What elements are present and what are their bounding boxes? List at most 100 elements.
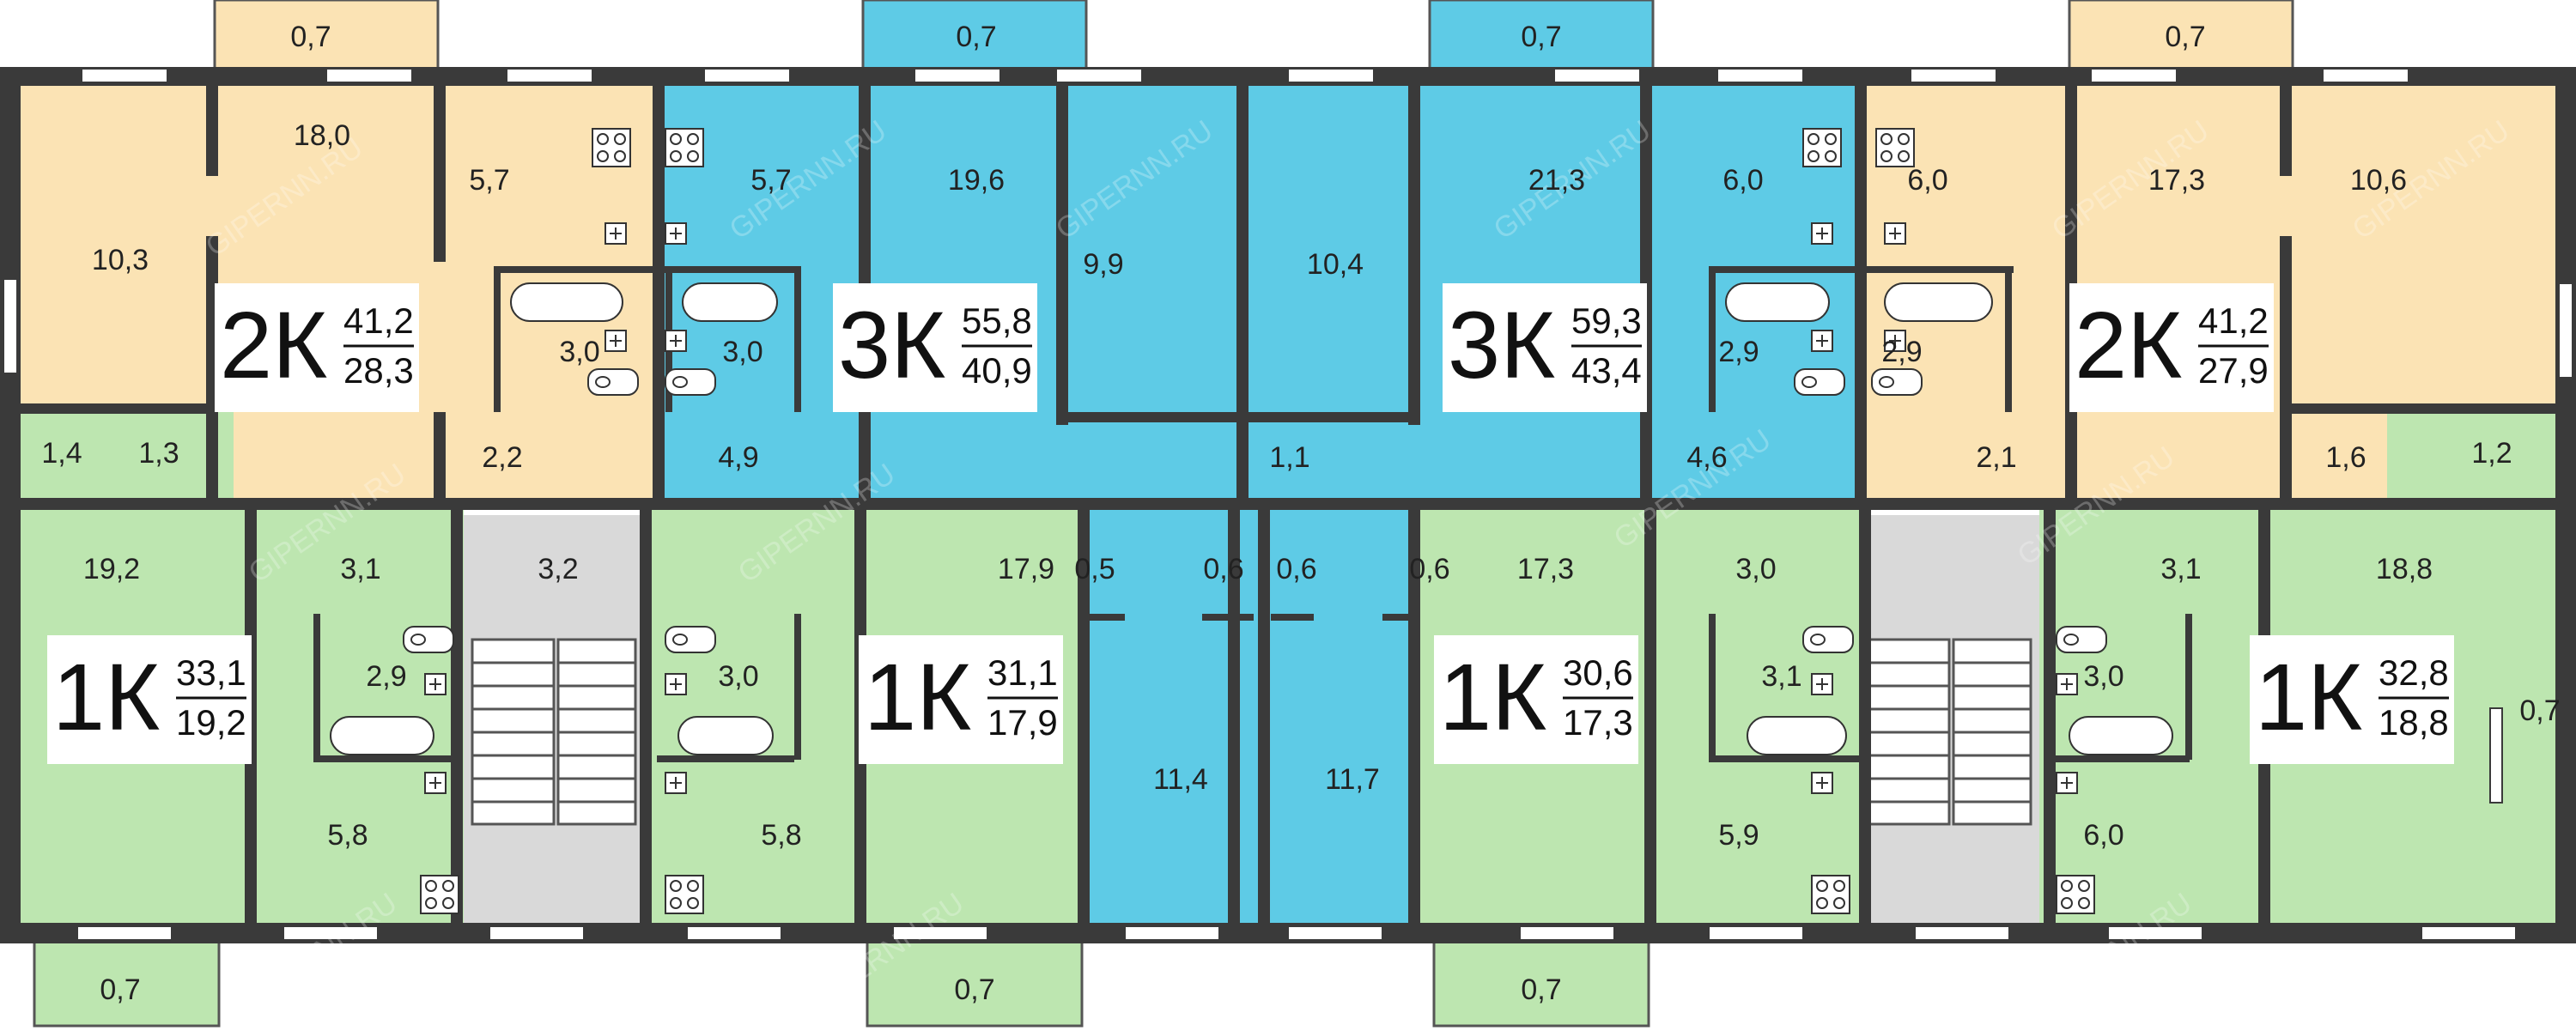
burner [1825,133,1837,145]
room-area: 19,2 [83,553,140,585]
burner [687,897,699,909]
room-area: 10,6 [2350,164,2407,197]
stove-icon [665,875,704,914]
burner [1898,133,1910,145]
apartment-type: 2К [220,293,327,398]
window [1287,68,1375,83]
burner [670,150,682,162]
room-area: 1,2 [2471,437,2512,470]
apartment-total-area: 30,6 [1563,652,1633,693]
sink-icon [2056,772,2078,794]
apartment-total-area: 32,8 [2379,652,2449,693]
room-area: 21,3 [1528,164,1585,197]
stove-icon [592,128,631,167]
room-area: 2,1 [1976,441,2016,474]
room-area: 18,0 [294,119,350,152]
window [489,925,585,941]
burner [1816,897,1828,909]
sink-icon [605,222,627,245]
room-area: 2,9 [366,660,406,693]
label-backdrop [215,283,419,412]
room-area: 3,1 [2160,553,2201,585]
burner [442,880,454,892]
burner [425,880,437,892]
apartment-total-area: 59,3 [1571,300,1642,341]
room-area: 5,7 [750,164,791,197]
bathtub-icon [1884,282,1993,322]
apartment-type: 1К [2255,645,2362,750]
toilet-bowl [1879,376,1894,388]
room-area: 5,8 [327,819,368,852]
apartment-living-area: 27,9 [2198,350,2269,391]
window [1287,925,1383,941]
room-area: 11,7 [1325,763,1380,796]
apartment-living-area: 19,2 [176,702,246,743]
window [1716,68,1804,83]
toilet-bowl [410,634,426,646]
window [2421,925,2517,941]
room-area: 0,7 [100,973,140,1006]
toilet-bowl [672,634,688,646]
burner [2061,880,2073,892]
window [914,68,1001,83]
room-area: 2,9 [1881,336,1922,368]
toilet-icon [1802,626,1854,653]
apartment-type: 1К [1439,645,1546,750]
sink-icon [665,222,687,245]
burner [687,133,699,145]
room-area: 17,3 [2148,164,2205,197]
apartment-type: 2К [2075,293,2182,398]
apartment-label: 1К 32,8 18,8 [2250,635,2454,764]
stove-icon [2056,875,2095,914]
toilet-bowl [595,376,611,388]
apartment-total-area: 31,1 [987,652,1058,693]
stair-lines [472,661,2031,804]
toilet-icon [665,626,716,653]
label-backdrop [859,635,1063,764]
stove-icon [420,875,459,914]
apartment-living-area: 17,3 [1563,702,1633,743]
room-area: 0,6 [1409,553,1449,585]
toilet-icon [1871,368,1923,396]
burner [597,150,609,162]
room-area: 1,6 [2325,441,2366,474]
apartment-type: 1К [864,645,971,750]
window [686,925,782,941]
window [283,925,379,941]
room-area: 3,0 [2083,660,2123,693]
room-area: 0,7 [1521,21,1561,53]
window [1914,925,2010,941]
window [1055,68,1143,83]
label-backdrop [1443,283,1647,412]
room-area: 0,7 [2165,21,2205,53]
room-area: 0,7 [290,21,331,53]
label-backdrop [47,635,252,764]
apartment-type: 3К [1448,293,1555,398]
room-area: 3,1 [1761,660,1801,693]
burner [597,133,609,145]
bathtub-icon [682,282,778,322]
toilet-bowl [672,376,688,388]
toilet-icon [665,368,716,396]
room-area: 3,0 [559,336,599,368]
room-area: 0,7 [1521,973,1561,1006]
room-area: 4,9 [718,441,758,474]
toilet-icon [403,626,454,653]
label-backdrop [2069,283,2274,412]
apartment-living-area: 18,8 [2379,702,2449,743]
room-area: 3,0 [718,660,758,693]
room-area: 1,3 [138,437,179,470]
toilet-icon [587,368,639,396]
bathtub-icon [330,716,434,755]
room-area: 0,7 [954,973,994,1006]
window [76,925,173,941]
apartment-total-area: 41,2 [2198,300,2269,341]
room-area: 3,1 [340,553,380,585]
burner [670,133,682,145]
stove-icon [1875,128,1915,167]
room-area: 6,0 [1907,164,1947,197]
burner [1807,150,1820,162]
room-area: 17,9 [998,553,1054,585]
